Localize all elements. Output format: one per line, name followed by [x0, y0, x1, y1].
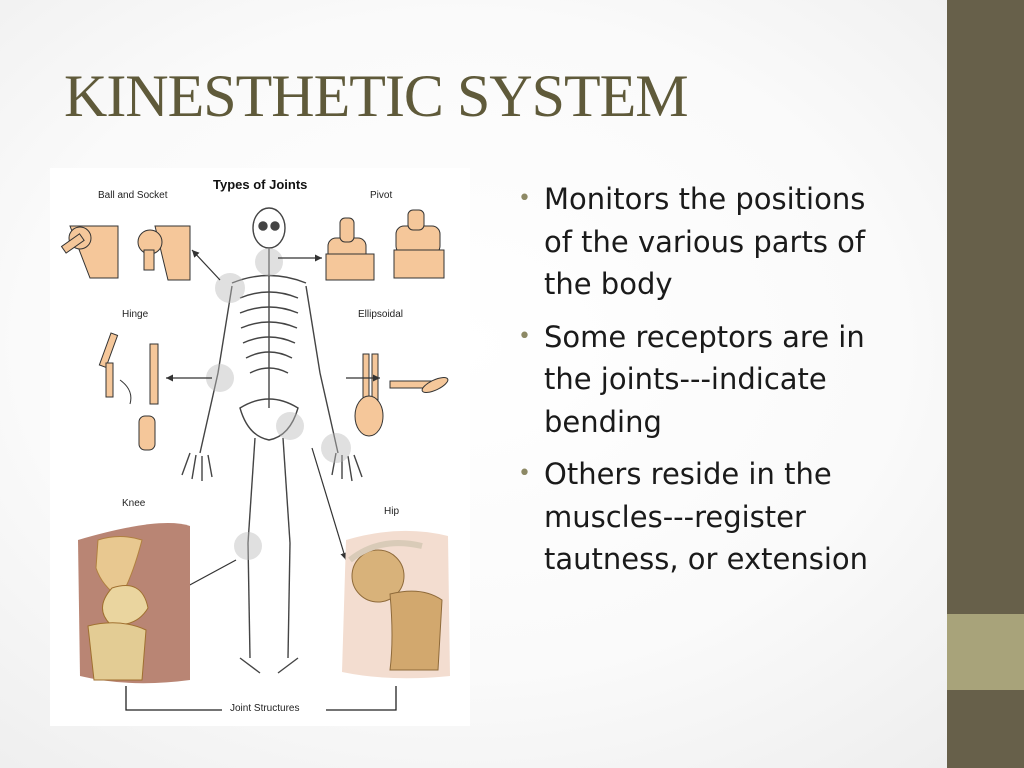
- joint-highlight-circles: [206, 248, 351, 560]
- ball-socket-illustration: [60, 225, 191, 281]
- bullet-item: • Others reside in the muscles---register…: [518, 453, 878, 581]
- pivot-illustration: [325, 209, 445, 281]
- bullet-text: Others reside in the muscles---register …: [544, 457, 869, 576]
- hip-illustration: [342, 530, 450, 679]
- joints-diagram-svg: Types of Joints Ball and Socket Pivot Hi…: [60, 177, 450, 714]
- bullet-text: Some receptors are in the joints---indic…: [544, 319, 865, 439]
- label-ball-socket: Ball and Socket: [98, 190, 168, 201]
- label-pivot: Pivot: [370, 190, 392, 201]
- ellipsoidal-illustration: [354, 353, 449, 437]
- label-hinge: Hinge: [122, 309, 149, 320]
- diagram-heading: Types of Joints: [213, 177, 307, 192]
- bullet-dot-icon: •: [518, 461, 531, 486]
- bullet-item: • Some receptors are in the joints---indi…: [518, 316, 878, 444]
- knee-illustration: [78, 523, 190, 684]
- bullet-dot-icon: •: [518, 186, 531, 211]
- label-joint-structures: Joint Structures: [230, 703, 299, 714]
- hinge-illustration: [98, 332, 159, 451]
- slide-title: KINESTHETIC SYSTEM: [64, 63, 689, 129]
- sidebar-accent-band: [947, 614, 1024, 690]
- skeleton-illustration: [181, 207, 363, 674]
- bullet-item: • Monitors the positions of the various p…: [518, 178, 878, 306]
- joints-diagram: Types of Joints Ball and Socket Pivot Hi…: [50, 168, 470, 726]
- label-knee: Knee: [122, 498, 146, 509]
- bullet-dot-icon: •: [518, 323, 531, 349]
- bullet-text: Monitors the positions of the various pa…: [544, 182, 866, 301]
- label-ellipsoidal: Ellipsoidal: [358, 309, 403, 320]
- joint-structures-bracket: [125, 686, 397, 711]
- label-hip: Hip: [384, 506, 399, 517]
- bullet-list: • Monitors the positions of the various p…: [518, 178, 878, 591]
